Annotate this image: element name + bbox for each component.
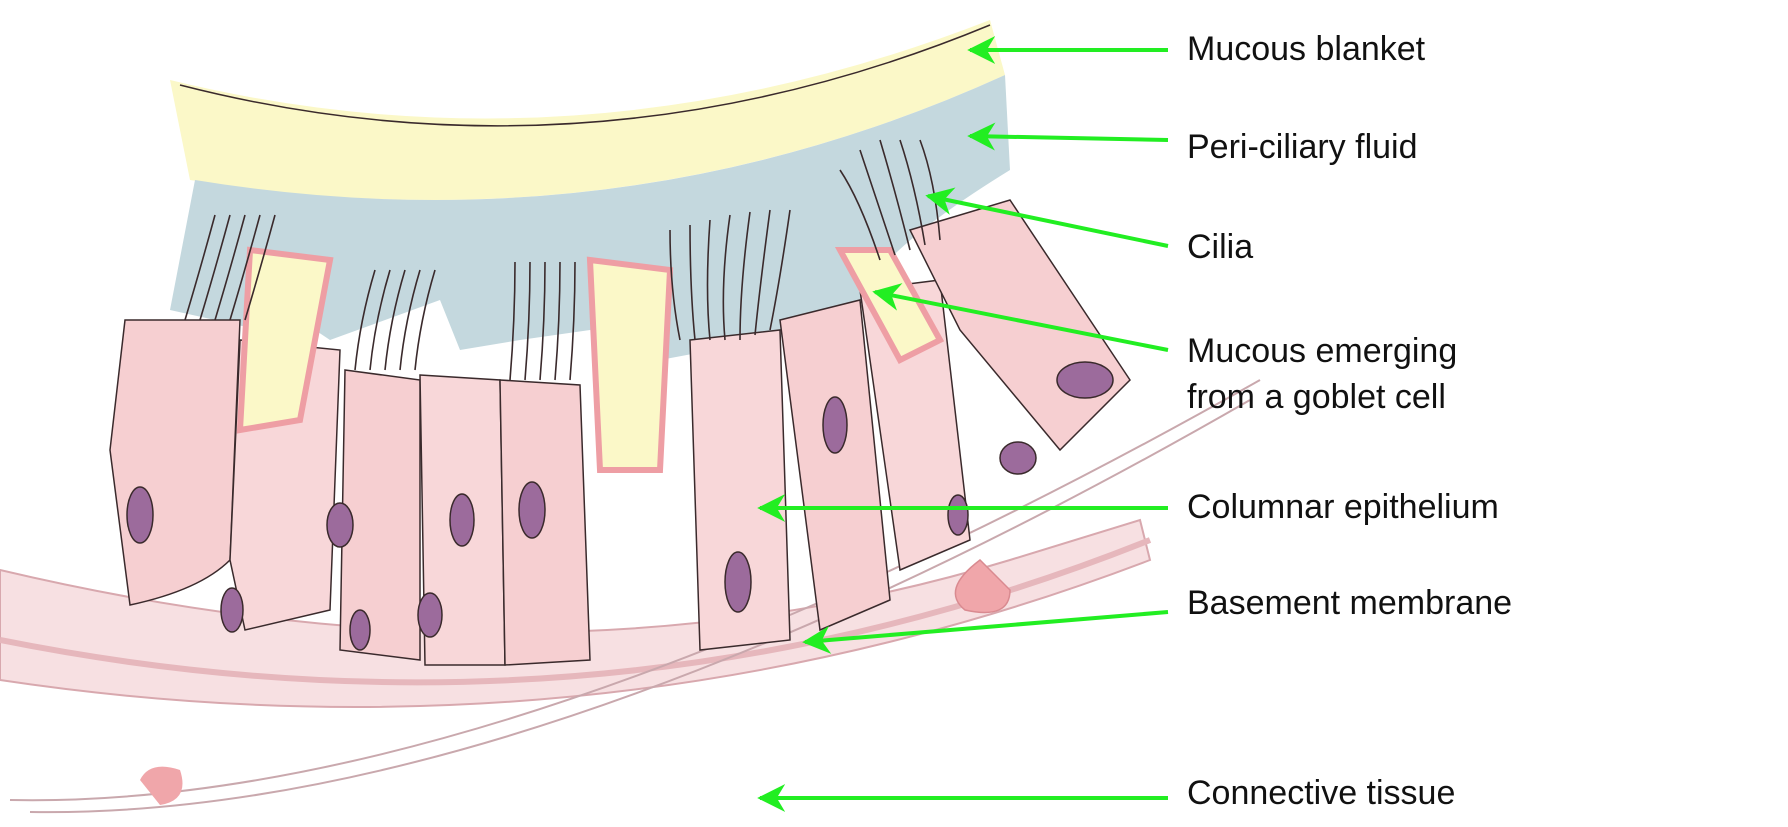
label-mucous-blanket: Mucous blanket (1187, 26, 1425, 72)
label-mucous-emerging-line1: Mucous emerging (1187, 328, 1457, 374)
label-connective-tissue: Connective tissue (1187, 770, 1455, 816)
label-mucous-emerging: Mucous emerging from a goblet cell (1187, 328, 1457, 420)
label-mucous-emerging-line2: from a goblet cell (1187, 374, 1457, 420)
label-cilia: Cilia (1187, 224, 1253, 270)
label-columnar-epithelium: Columnar epithelium (1187, 484, 1499, 530)
label-basement-membrane: Basement membrane (1187, 580, 1512, 626)
label-periciliary-fluid: Peri-ciliary fluid (1187, 124, 1418, 170)
